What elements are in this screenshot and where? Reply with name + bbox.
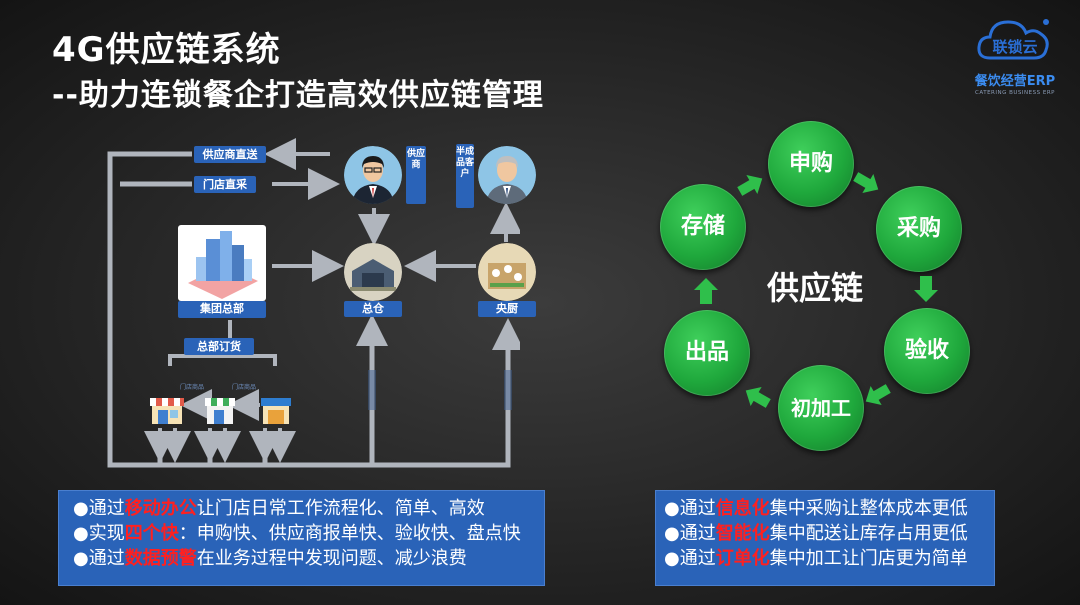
central-kitchen-icon [478,243,536,301]
arrow-left-up-icon [745,386,771,408]
shop-label-2: 门店商品 [232,384,257,391]
logo-tagline: CATERING BUSINESS ERP [975,90,1055,96]
shop-label-1: 门店商品 [180,384,205,391]
benefit-line: ●通过信息化集中采购让整体成本更低 [664,498,968,519]
supply-flow-diagram: 供应商直送 门店直采 供应商 半成品客户 [100,130,536,475]
warehouse-label: 总仓 [344,301,402,317]
arrow-right-down-icon [853,172,879,194]
page-title: 4G供应链系统 [52,30,281,70]
benefit-line: ●通过移动办公让门店日常工作流程化、简单、高效 [73,498,485,519]
semi-customer-label: 半成品客户 [456,144,474,208]
cycle-node-inspect: 验收 [884,308,970,394]
central-kitchen-label: 央厨 [478,301,536,317]
cycle-node-process: 初加工 [778,365,864,451]
supplier-avatar [344,146,402,204]
cycle-node-apply: 申购 [768,121,854,207]
store-icon [150,398,184,424]
benefit-line: ●通过智能化集中配送让库存占用更低 [664,523,968,544]
benefit-line: ●通过订单化集中加工让门店更为简单 [664,548,968,569]
left-benefits-box: ●通过移动办公让门店日常工作流程化、简单、高效 ●实现四个快：申购快、供应商报单… [58,490,545,586]
arrow-left-down-icon [865,384,891,406]
semi-customer-avatar [478,146,536,204]
arrow-down-icon [914,276,938,302]
cycle-node-storage: 存储 [660,184,746,270]
arrow-up-icon [694,278,718,304]
page-subtitle: --助力连锁餐企打造高效供应链管理 [52,78,544,113]
store-direct-label: 门店直采 [194,176,256,193]
group-hq-image [178,225,266,301]
arrow-right-up-icon [737,174,763,196]
cycle-node-purchase: 采购 [876,186,962,272]
logo-subtitle: 餐饮经营ERP [974,74,1056,89]
cycle-node-output: 出品 [664,310,750,396]
benefit-line: ●实现四个快：申购快、供应商报单快、验收快、盘点快 [73,523,521,544]
logo-name: 联锁云 [992,38,1038,56]
hq-order-label: 总部订货 [184,338,254,355]
cloud-icon [977,19,1049,60]
store-icon [261,398,291,424]
flow-connectors [107,138,520,468]
warehouse-icon [344,243,402,301]
right-benefits-box: ●通过信息化集中采购让整体成本更低 ●通过智能化集中配送让库存占用更低 ●通过订… [655,490,995,586]
group-hq-label: 集团总部 [178,301,266,318]
cycle-center-label: 供应链 [766,269,863,307]
brand-logo: 联锁云 餐饮经营ERP CATERING BUSINESS ERP [960,12,1070,102]
supplier-label: 供应商 [406,146,426,204]
benefit-line: ●通过数据预警在业务过程中发现问题、减少浪费 [73,548,467,569]
store-icon [205,398,235,424]
supplier-direct-label: 供应商直送 [194,146,266,163]
